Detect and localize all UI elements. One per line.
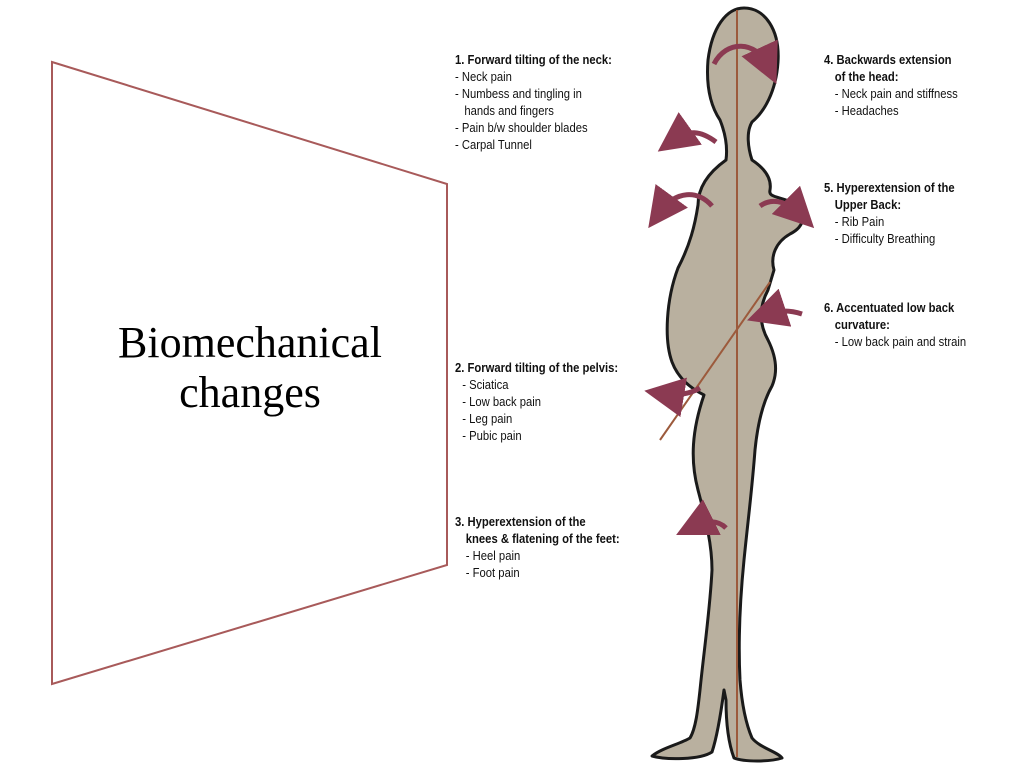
label-head-extension-item: - Neck pain and stiffness xyxy=(834,87,958,101)
label-low-back-heading-1: 6. Accentuated low back xyxy=(824,301,955,315)
label-pelvis-tilt-heading: 2. Forward tilting of the pelvis: xyxy=(455,361,619,375)
head-extension-arrow xyxy=(711,39,778,85)
label-pelvis-tilt-item: - Leg pain xyxy=(462,412,513,426)
label-upper-back-item: - Rib Pain xyxy=(834,215,885,229)
label-low-back-item: - Low back pain and strain xyxy=(834,335,967,349)
body-silhouette xyxy=(650,6,805,763)
label-head-extension: 4. Backwards extension of the head: - Ne… xyxy=(824,52,958,120)
label-low-back: 6. Accentuated low back curvature: - Low… xyxy=(824,300,966,351)
label-head-extension-item: - Headaches xyxy=(834,104,899,118)
slide-title-line2: changes xyxy=(179,368,321,417)
label-neck-tilt-heading: 1. Forward tilting of the neck: xyxy=(455,53,612,67)
label-neck-tilt: 1. Forward tilting of the neck: - Neck p… xyxy=(455,52,612,154)
label-knees-feet-item: - Foot pain xyxy=(465,566,520,580)
label-head-extension-heading-2: of the head: xyxy=(834,70,899,84)
label-knees-feet-heading-2: knees & flatening of the feet: xyxy=(465,532,620,546)
label-neck-tilt-item: - Neck pain xyxy=(455,70,512,84)
label-low-back-heading-2: curvature: xyxy=(834,318,890,332)
label-knees-feet-heading-1: 3. Hyperextension of the xyxy=(455,515,586,529)
label-pelvis-tilt: 2. Forward tilting of the pelvis: - Scia… xyxy=(455,360,618,445)
upper-back-arrow xyxy=(648,184,714,229)
knee-arrow xyxy=(676,499,728,535)
label-pelvis-tilt-item: - Low back pain xyxy=(462,395,542,409)
label-neck-tilt-item: - Numbess and tingling in xyxy=(455,87,582,101)
label-neck-tilt-item: hands and fingers xyxy=(455,104,554,118)
label-head-extension-heading-1: 4. Backwards extension xyxy=(824,53,952,67)
neck-tilt-arrow xyxy=(657,112,718,152)
label-neck-tilt-item: - Carpal Tunnel xyxy=(455,138,532,152)
low-back-arrow xyxy=(747,288,803,327)
label-upper-back-heading-1: 5. Hyperextension of the xyxy=(824,181,955,195)
label-knees-feet: 3. Hyperextension of the knees & flateni… xyxy=(455,514,620,582)
label-upper-back-heading-2: Upper Back: xyxy=(834,198,902,212)
slide-title-line1: Biomechanical xyxy=(118,318,382,367)
upper-back-right-arrow xyxy=(758,185,815,229)
label-upper-back: 5. Hyperextension of the Upper Back: - R… xyxy=(824,180,955,248)
label-pelvis-tilt-item: - Sciatica xyxy=(462,378,509,392)
label-knees-feet-item: - Heel pain xyxy=(465,549,521,563)
slide-title: Biomechanical changes xyxy=(70,318,430,418)
label-neck-tilt-item: - Pain b/w shoulder blades xyxy=(455,121,588,135)
label-pelvis-tilt-item: - Pubic pain xyxy=(462,429,522,443)
pelvis-arrow xyxy=(644,377,702,418)
label-upper-back-item: - Difficulty Breathing xyxy=(834,232,936,246)
